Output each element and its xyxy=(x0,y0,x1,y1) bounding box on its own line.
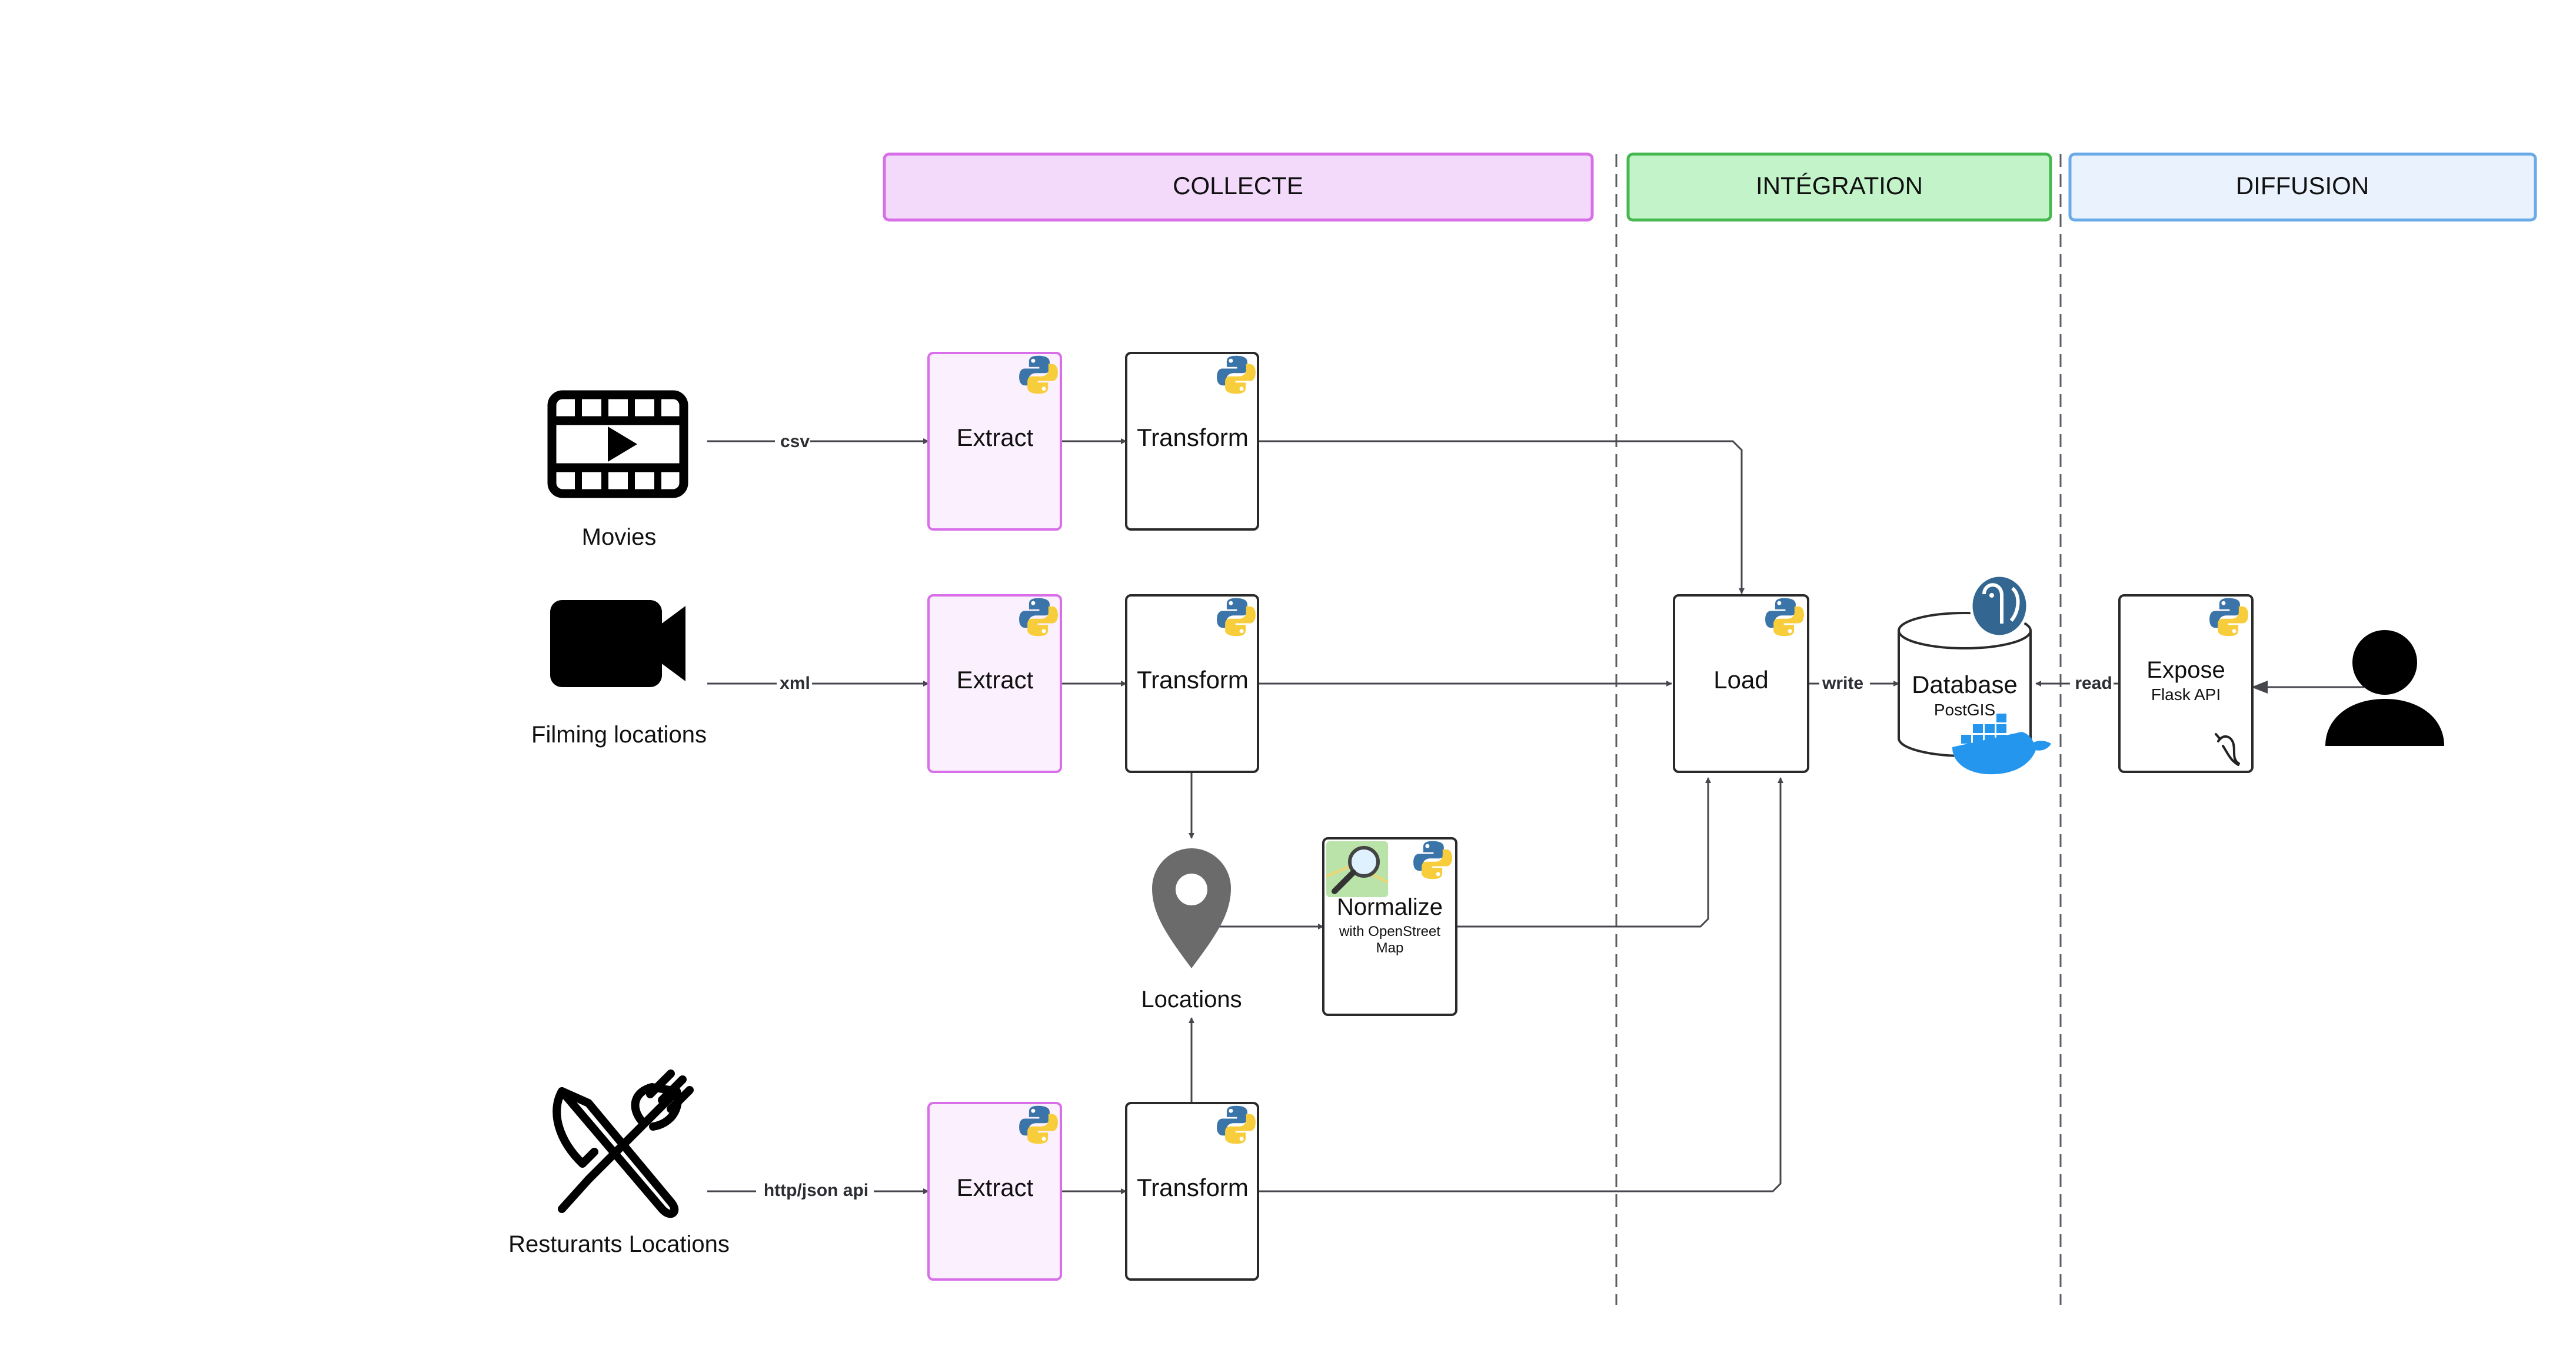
source-label-movies: Movies xyxy=(582,524,657,550)
film-icon xyxy=(547,390,688,498)
transform-box-filming: Transform xyxy=(1125,594,1259,773)
flask-icon xyxy=(2215,733,2240,766)
edges xyxy=(707,438,2364,1194)
source-label-restaurants: Resturants Locations xyxy=(508,1231,730,1257)
user-icon xyxy=(2325,630,2444,746)
edge-label-read: read xyxy=(2075,674,2112,693)
phase-header-diffusion: DIFFUSION xyxy=(2068,152,2537,222)
phase-label-diffusion: DIFFUSION xyxy=(2236,172,2369,199)
extract-label: Extract xyxy=(957,1174,1034,1201)
load-label: Load xyxy=(1713,666,1768,694)
normalize-subtitle-line1: with OpenStreet xyxy=(1339,924,1440,939)
edge-restaurants-load xyxy=(1258,777,1783,1192)
postgresql-icon xyxy=(1969,574,2029,638)
transform-label: Transform xyxy=(1137,666,1249,694)
transform-box-movies: Transform xyxy=(1125,352,1259,531)
openstreetmap-icon xyxy=(1326,841,1389,897)
edge-label-xml: xml xyxy=(780,674,810,693)
phase-header-collecte: COLLECTE xyxy=(883,152,1594,222)
video-camera-icon xyxy=(550,600,685,687)
docker-icon xyxy=(1952,714,2051,775)
database-title: Database xyxy=(1912,671,2018,698)
transform-label: Transform xyxy=(1137,424,1249,451)
expose-box: Expose Flask API xyxy=(2118,594,2254,773)
edge-label-http: http/json api xyxy=(764,1181,868,1200)
extract-label: Extract xyxy=(957,424,1034,451)
phase-header-integration: INTÉGRATION xyxy=(1626,152,2052,222)
extract-box-filming: Extract xyxy=(927,594,1062,773)
normalize-box: Normalize with OpenStreet Map xyxy=(1322,837,1457,1016)
map-pin-icon xyxy=(1152,848,1231,968)
transform-box-restaurants: Transform xyxy=(1125,1102,1259,1281)
edge-normalize-load xyxy=(1456,777,1711,928)
extract-box-movies: Extract xyxy=(927,352,1062,531)
edge-label-csv: csv xyxy=(780,432,810,451)
edge-labels: csv xml http/json api write read xyxy=(756,429,2114,1201)
source-label-filming: Filming locations xyxy=(531,722,707,748)
normalize-subtitle-line2: Map xyxy=(1376,940,1404,956)
database-subtitle: PostGIS xyxy=(1934,701,1995,719)
load-box: Load xyxy=(1673,594,1809,773)
phase-label-collecte: COLLECTE xyxy=(1173,172,1303,199)
phase-label-integration: INTÉGRATION xyxy=(1756,172,1923,199)
transform-label: Transform xyxy=(1137,1174,1249,1201)
extract-box-restaurants: Extract xyxy=(927,1102,1062,1281)
locations-label: Locations xyxy=(1141,987,1242,1012)
normalize-title: Normalize xyxy=(1337,894,1443,920)
cutlery-icon xyxy=(553,1070,694,1218)
edge-label-write: write xyxy=(1822,674,1863,693)
edge-transform-movies-load xyxy=(1258,440,1745,594)
expose-subtitle: Flask API xyxy=(2151,685,2221,704)
expose-title: Expose xyxy=(2146,657,2225,683)
extract-label: Extract xyxy=(957,666,1034,694)
